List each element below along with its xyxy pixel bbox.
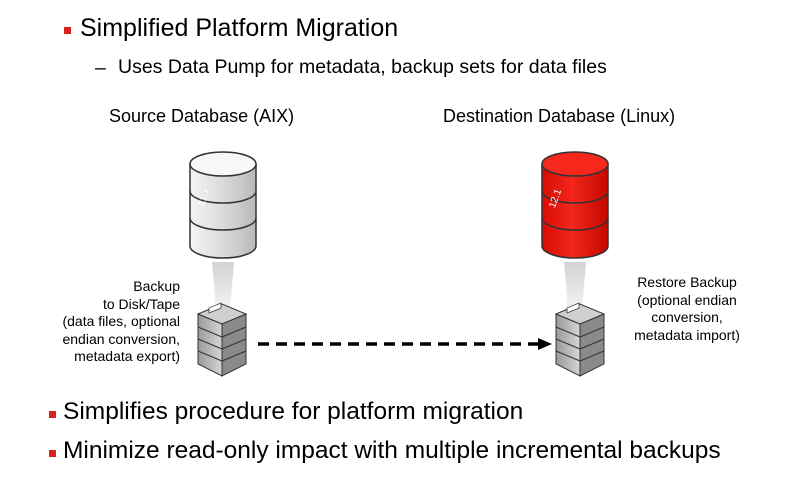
heading-bullet [64,27,71,34]
destination-storage-icon [554,302,606,377]
source-database-icon: 11.x [189,151,257,310]
source-step-line: to Disk/Tape [102,295,180,312]
subheading-dash: – [95,57,106,79]
bullet-text: Minimize read-only impact with multiple … [63,437,721,464]
destination-database-icon: 12.1 [541,151,609,310]
destination-step-line: metadata import) [634,326,740,343]
source-step-line: (data files, optional [62,313,180,329]
destination-database-label: Destination Database (Linux) [443,106,676,126]
source-step-line: Backup [133,278,180,294]
source-steps: Backup to Disk/Tape (data files, optiona… [62,278,180,366]
transfer-arrow [258,338,552,350]
destination-step-line: Restore Backup [637,274,737,290]
subheading: Uses Data Pump for metadata, backup sets… [118,56,607,78]
source-storage-icon [196,302,248,377]
destination-steps: Restore Backup (optional endian conversi… [620,274,754,344]
source-step-line: endian conversion, [62,330,180,347]
bullet-marker [49,411,56,418]
slide-title: Simplified Platform Migration [80,14,399,42]
bullet-text: Simplifies procedure for platform migrat… [63,398,524,425]
destination-step-line: (optional endian [637,291,737,308]
source-database-label: Source Database (AIX) [109,106,295,126]
destination-step-line: conversion, [651,309,723,325]
bullet-marker [49,450,56,457]
source-step-line: metadata export) [74,348,180,364]
